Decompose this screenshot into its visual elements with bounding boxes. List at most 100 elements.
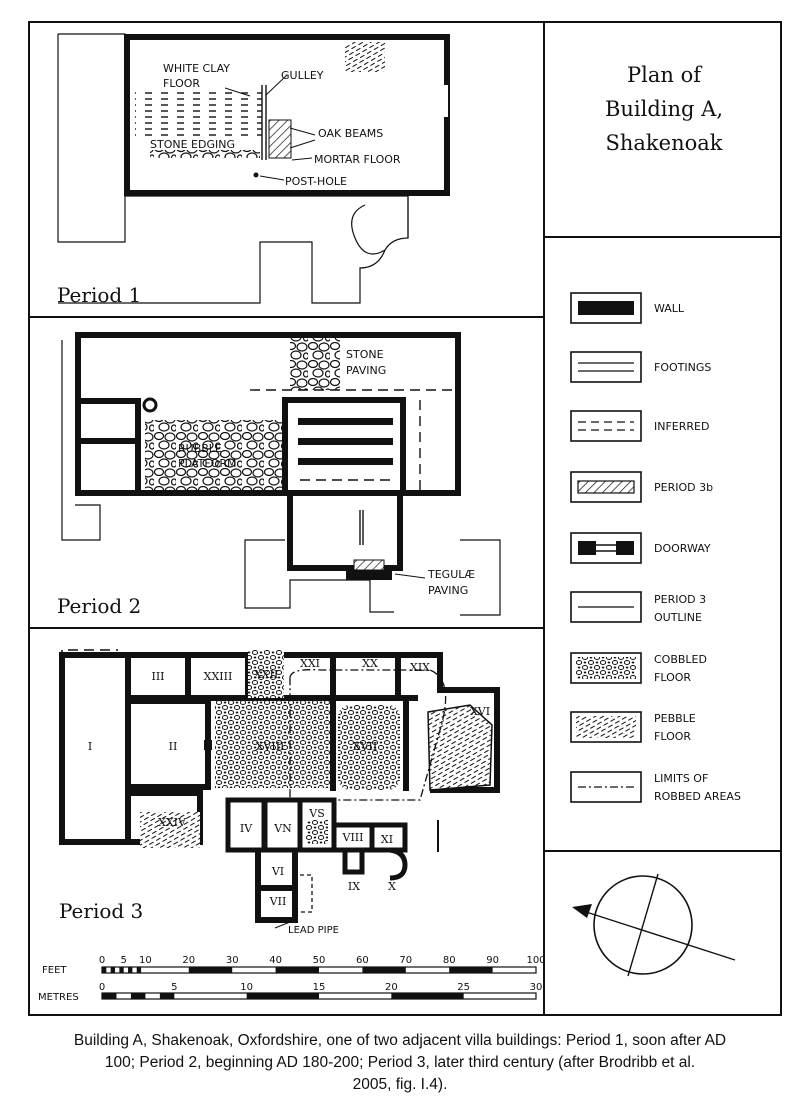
period-2-label: Period 2	[57, 594, 141, 618]
room-label-XXIV: XXIV	[158, 816, 187, 829]
building-plan-plate: WHITE CLAY FLOOR GULLEY OAK BEAMS STONE …	[28, 21, 782, 1016]
legend-pebble-swatch	[576, 716, 636, 738]
room-XVI-pebble	[427, 704, 493, 791]
feet-tick-label: 50	[313, 955, 326, 966]
legend-cobbled-label-1: COBBLED	[654, 653, 707, 666]
feet-tick-label: 90	[486, 955, 499, 966]
room-label-III: III	[151, 670, 164, 683]
p1-label-mortar-floor: MORTAR FLOOR	[314, 153, 401, 166]
metre-bar-segment	[391, 993, 464, 999]
p2-stone-paving	[290, 338, 340, 390]
p1-label-post-hole: POST-HOLE	[285, 175, 347, 188]
period-1-label: Period 1	[57, 283, 141, 307]
caption-line-2: 100; Period 2, beginning AD 180-200; Per…	[104, 1054, 696, 1071]
p2-label-rubble: RUBBLE	[178, 442, 222, 455]
room-label-XXII: XXII	[254, 668, 278, 681]
room-label-XXIII: XXIII	[204, 670, 233, 683]
room-XVIII-cobbled	[215, 701, 330, 788]
scale-metres-label: METRES	[38, 992, 79, 1003]
metre-tick-label: 0	[99, 982, 105, 993]
legend-robbed-label-1: LIMITS OF	[654, 772, 708, 785]
metre-bar-segment	[159, 993, 175, 999]
room-XXII-cobbled	[248, 650, 284, 698]
room-XVII-cobbled	[338, 705, 400, 790]
legend-doorway-label: DOORWAY	[654, 542, 711, 555]
metre-tick-label: 20	[385, 982, 398, 993]
room-label-XX: XX	[362, 657, 378, 670]
north-arrow-circle	[593, 875, 693, 975]
caption-line-1: Building A, Shakenoak, Oxfordshire, one …	[73, 1032, 727, 1049]
p2-label-tegulae-paving: PAVING	[428, 584, 468, 597]
room-label-VS: VS	[308, 807, 324, 820]
p1-label-oak-beams: OAK BEAMS	[318, 127, 383, 140]
feet-tick-label: 0	[99, 955, 105, 966]
room-VIII-walls	[331, 822, 375, 853]
feet-bar-segment	[449, 967, 493, 973]
legend-pebble-label-1: PEBBLE	[654, 712, 696, 725]
room-label-XIX: XIX	[410, 661, 430, 674]
legend-inferred-label: INFERRED	[654, 420, 709, 433]
feet-bar-segment	[362, 967, 406, 973]
legend-footings-label: FOOTINGS	[654, 361, 711, 374]
p1-label-white-clay: WHITE CLAY	[163, 62, 230, 75]
room-label-XI: XI	[381, 833, 393, 846]
robbed-area-limit	[289, 669, 447, 801]
room-label-IX: IX	[348, 880, 360, 893]
period-3-plan: I II III XXIII XXII XXI XX XIX XVI XVIII…	[59, 649, 500, 936]
room-label-VII: VII	[269, 895, 287, 908]
p1-label-stone-edging: STONE EDGING	[150, 138, 235, 151]
period-2-plan: STONE PAVING RUBBLE PLATFORM TEGULÆ PAVI…	[57, 332, 501, 618]
legend-cobbled-label-2: FLOOR	[654, 671, 691, 684]
lead-pipe-label: LEAD PIPE	[288, 925, 339, 936]
feet-bar-segment	[128, 967, 133, 973]
feet-tick-label: 30	[226, 955, 239, 966]
p2-label-stone: STONE	[346, 348, 384, 361]
legend: WALL FOOTINGS INFERRED PERIOD 3b DOORWAY…	[570, 292, 741, 803]
feet-tick-label: 40	[269, 955, 282, 966]
scale-feet-label: FEET	[42, 965, 67, 976]
feet-bar-segment	[136, 967, 142, 973]
metre-bar-segment	[246, 993, 319, 999]
feet-tick-label: 10	[139, 955, 152, 966]
room-label-XXI: XXI	[300, 657, 320, 670]
p1-white-clay-floor	[135, 90, 262, 138]
p2-lower-annex	[287, 493, 403, 571]
title-line-2: Building A,	[604, 97, 724, 121]
p1-post-hole	[253, 172, 259, 178]
plan-title: Plan of Building A, Shakenoak	[545, 58, 783, 160]
north-arrow	[572, 873, 736, 977]
outer-frame	[28, 21, 782, 1016]
room-IX-walls	[342, 850, 365, 875]
feet-tick-label: 60	[356, 955, 369, 966]
feet-tick-label: 20	[182, 955, 195, 966]
feet-bar-segment	[102, 967, 107, 973]
metre-tick-label: 25	[457, 982, 470, 993]
p2-rubble-platform	[145, 420, 285, 490]
room-label-XVII: XVII	[353, 740, 377, 753]
p1-label-gulley: GULLEY	[281, 69, 324, 82]
legend-period3b-label: PERIOD 3b	[654, 481, 713, 494]
metre-tick-label: 15	[313, 982, 326, 993]
legend-wall-label: WALL	[654, 302, 685, 315]
p1-label-floor: FLOOR	[163, 77, 200, 90]
legend-p3outline-label-1: PERIOD 3	[654, 593, 706, 606]
p2-tegulae-paving	[346, 570, 392, 580]
p3-north-walls	[128, 652, 500, 793]
metre-bar-segment	[130, 993, 146, 999]
room-label-VIII: VIII	[342, 831, 364, 844]
legend-wall-swatch	[578, 301, 634, 315]
title-line-3: Shakenoak	[605, 131, 723, 155]
legend-robbed-label-2: ROBBED AREAS	[654, 790, 741, 803]
room-X-apse	[389, 847, 408, 881]
room-label-II: II	[169, 740, 178, 753]
metre-tick-label: 30	[530, 982, 543, 993]
title-line-1: Plan of	[627, 63, 701, 87]
p2-building-walls	[75, 332, 461, 496]
legend-p3outline-label-2: OUTLINE	[654, 611, 702, 624]
feet-tick-label: 5	[121, 955, 127, 966]
legend-cobbled-swatch	[576, 657, 636, 679]
feet-tick-label: 100	[526, 955, 545, 966]
